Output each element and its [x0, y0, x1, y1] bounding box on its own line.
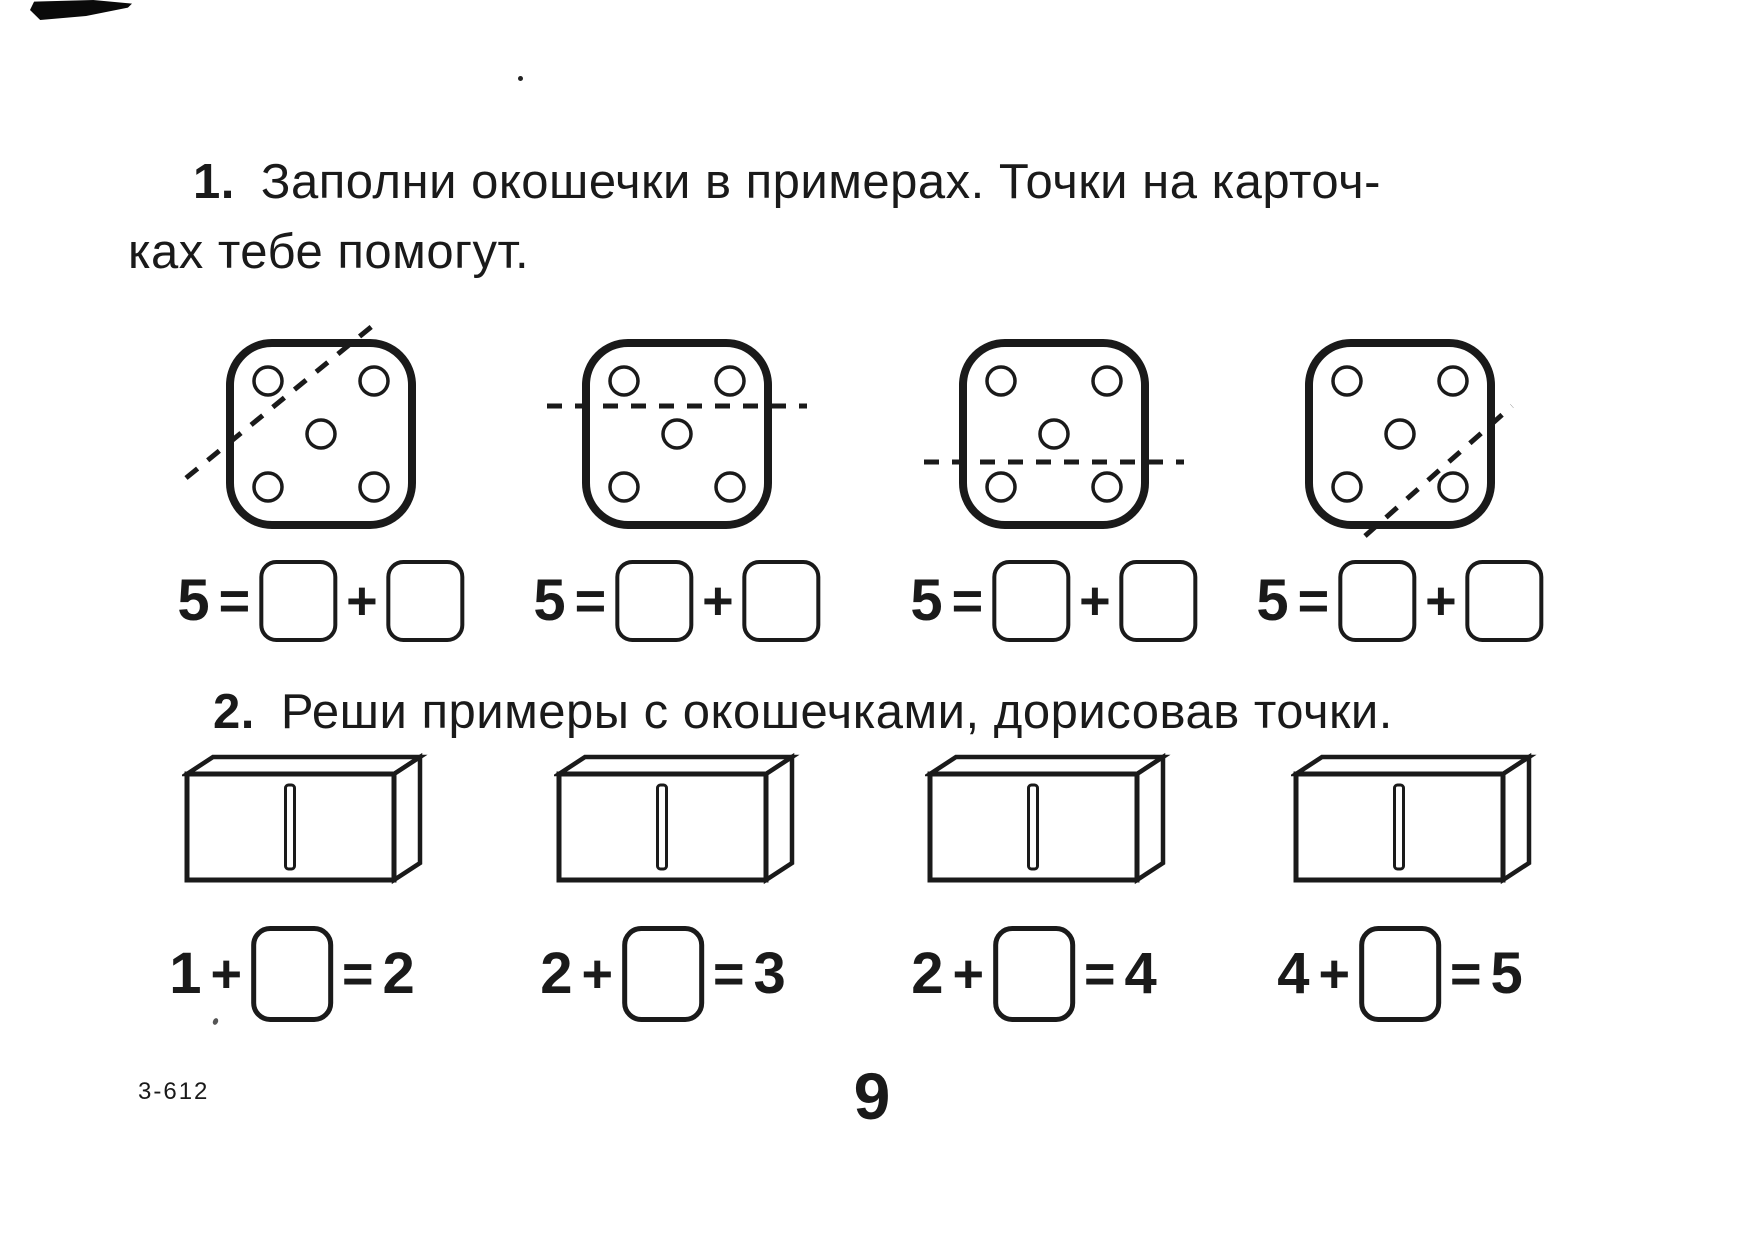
addend-label: 1 [169, 941, 202, 1006]
answer-window[interactable] [742, 560, 821, 642]
equals-sign: = [951, 571, 984, 631]
equation-t2-4: 4 + = 5 [1277, 926, 1523, 1022]
equation-t2-1: 1 + = 2 [169, 926, 415, 1022]
task1-title-line1: Заполни окошечки в примерах. Точки на ка… [260, 155, 1381, 209]
task2-number: 2. [213, 685, 255, 739]
equation-t1-1: 5 = + [177, 560, 465, 642]
plus-sign: + [1318, 944, 1350, 1004]
answer-window[interactable] [251, 926, 333, 1022]
sum-label: 2 [382, 941, 415, 1006]
equals-sign: = [574, 571, 607, 631]
task1-title-line2: ках тебе помогут. [128, 225, 530, 279]
task1-heading-line1: 1. Заполни окошечки в примерах. Точки на … [193, 155, 1381, 210]
dot-card-icon [547, 339, 807, 529]
total-label: 5 [910, 568, 943, 633]
answer-window[interactable] [1338, 560, 1417, 642]
slot-box-figure-2 [551, 752, 814, 887]
answer-window[interactable] [993, 926, 1075, 1022]
total-label: 5 [1256, 568, 1289, 633]
sum-label: 3 [753, 941, 786, 1006]
equals-sign: = [342, 944, 374, 1004]
dot-card-icon [924, 339, 1184, 529]
answer-window[interactable] [1119, 560, 1198, 642]
slot-box-figure-4 [1288, 752, 1551, 887]
scan-dot-artifact [518, 76, 523, 81]
slot-box-figure-1 [179, 752, 442, 887]
equals-sign: = [1084, 944, 1116, 1004]
equals-sign: = [1297, 571, 1330, 631]
dot-card-figure-2 [527, 318, 827, 563]
equation-t2-2: 2 + = 3 [540, 926, 786, 1022]
dot-card-icon [184, 321, 416, 529]
addend-label: 4 [1277, 941, 1310, 1006]
plus-sign: + [210, 944, 242, 1004]
equation-t2-3: 2 + = 4 [911, 926, 1157, 1022]
plus-sign: + [1079, 571, 1111, 631]
box-3d-icon [1288, 752, 1537, 885]
total-label: 5 [177, 568, 210, 633]
plus-sign: + [581, 944, 613, 1004]
equals-sign: = [713, 944, 745, 1004]
addend-label: 2 [911, 941, 944, 1006]
task1-heading-line2: ках тебе помогут. [128, 225, 530, 280]
dot-card-figure-1 [171, 318, 471, 563]
answer-window[interactable] [1359, 926, 1441, 1022]
dot-card-icon [1305, 339, 1514, 538]
answer-window[interactable] [615, 560, 694, 642]
slot-box-figure-3 [922, 752, 1185, 887]
print-run-code: 3-612 [138, 1078, 210, 1105]
answer-window[interactable] [1465, 560, 1544, 642]
box-3d-icon [922, 752, 1171, 885]
box-3d-icon [551, 752, 800, 885]
plus-sign: + [1425, 571, 1457, 631]
equals-sign: = [1450, 944, 1482, 1004]
page-number: 9 [853, 1059, 891, 1133]
scan-smudge-artifact [30, 0, 132, 20]
plus-sign: + [346, 571, 378, 631]
equation-t1-3: 5 = + [910, 560, 1198, 642]
task2-title: Реши примеры с окошечками, дорисовав точ… [280, 685, 1393, 739]
sum-label: 4 [1124, 941, 1157, 1006]
equation-t1-4: 5 = + [1256, 560, 1544, 642]
task1-number: 1. [193, 155, 235, 209]
plus-sign: + [952, 944, 984, 1004]
task2-heading: 2. Реши примеры с окошечками, дорисовав т… [213, 685, 1393, 740]
plus-sign: + [702, 571, 734, 631]
total-label: 5 [533, 568, 566, 633]
dot-card-figure-4 [1250, 318, 1550, 563]
answer-window[interactable] [259, 560, 338, 642]
answer-window[interactable] [386, 560, 465, 642]
equation-t1-2: 5 = + [533, 560, 821, 642]
answer-window[interactable] [992, 560, 1071, 642]
dot-card-figure-3 [904, 318, 1204, 563]
addend-label: 2 [540, 941, 573, 1006]
sum-label: 5 [1490, 941, 1523, 1006]
equals-sign: = [218, 571, 251, 631]
box-3d-icon [179, 752, 428, 885]
answer-window[interactable] [622, 926, 704, 1022]
